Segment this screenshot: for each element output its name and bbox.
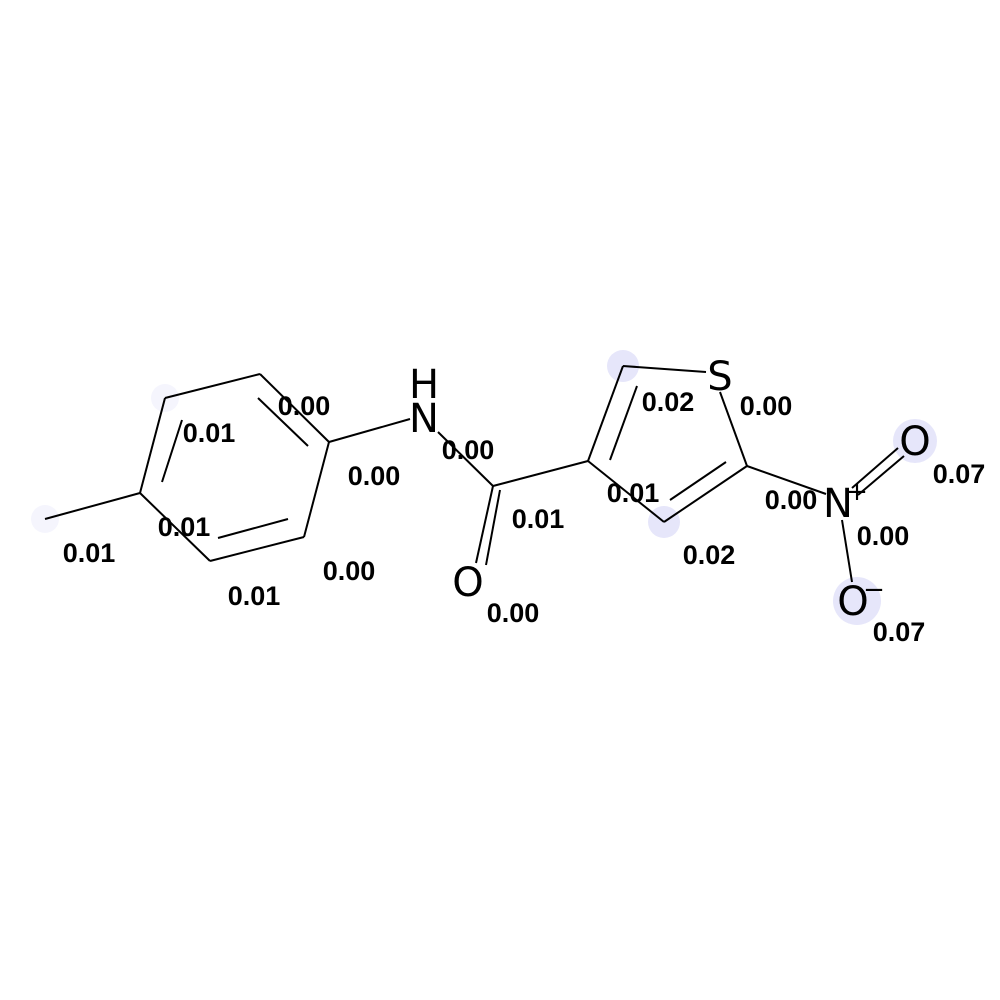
highlight-nitro-o-double [893, 419, 937, 463]
score-ring-c-para: 0.01 [158, 512, 211, 542]
bond-c-o-1 [475, 485, 494, 564]
bond-c-c3 [492, 460, 589, 487]
atom-scores: 0.01 0.01 0.00 0.00 0.01 0.01 0.00 0.00 … [63, 387, 986, 647]
bond-ring-1 [139, 397, 166, 494]
atom-s: S [707, 354, 732, 400]
bond-ring-3 [259, 373, 330, 443]
bond-s-c5 [719, 391, 748, 467]
bond-ring-4 [303, 441, 330, 538]
score-ring-c-bottom-left: 0.01 [228, 581, 281, 611]
highlights [31, 350, 937, 625]
score-ring-c-top-left: 0.01 [183, 418, 236, 448]
bond-n-o-double-2 [857, 455, 905, 496]
score-thiophene-c2: 0.02 [642, 387, 695, 417]
score-o-nitro-double: 0.07 [933, 459, 986, 489]
bond-methyl [44, 492, 141, 520]
bond-ring-6 [139, 492, 211, 562]
score-s: 0.00 [740, 391, 793, 421]
bonds [44, 365, 905, 583]
bond-ring-5 [209, 536, 305, 562]
score-ring-c-top-right: 0.00 [278, 391, 331, 421]
bond-n-o-single [841, 519, 853, 583]
atom-labels: H N S O N + O O − [409, 354, 931, 625]
bond-c-n [328, 418, 411, 443]
bond-c3-c2 [587, 365, 624, 462]
atom-n-nitro: N [823, 481, 853, 527]
score-c-carbonyl: 0.01 [512, 504, 565, 534]
atom-o-nitro-single-charge: − [863, 575, 885, 605]
bond-c5-c4-inner [669, 461, 727, 501]
score-methyl-c: 0.01 [63, 538, 116, 568]
score-thiophene-c4: 0.02 [683, 540, 736, 570]
score-ring-c-ipso: 0.00 [348, 461, 401, 491]
bond-c5-c4 [663, 465, 748, 523]
bond-c4-c3 [587, 460, 665, 523]
score-ring-c-bottom-right: 0.00 [323, 556, 376, 586]
score-o-nitro-single: 0.07 [873, 617, 926, 647]
bond-ring-5-inner [217, 518, 289, 539]
score-n-amide: 0.00 [442, 435, 495, 465]
bond-c3-c2-inner [609, 385, 638, 461]
atom-o-carbonyl: O [452, 560, 483, 606]
bond-ring-3-inner [257, 397, 309, 447]
atom-o-nitro-double: O [899, 419, 930, 465]
bond-ring-2 [164, 373, 261, 399]
bond-c-o-2 [485, 489, 501, 566]
atom-n-amide: N [409, 396, 439, 442]
score-n-nitro: 0.00 [857, 521, 910, 551]
score-thiophene-c5: 0.00 [765, 485, 818, 515]
bond-n-o-double-1 [851, 447, 899, 489]
bond-ring-1-inner [161, 419, 183, 483]
bond-n-c [437, 431, 494, 487]
atom-n-nitro-charge: + [846, 477, 868, 507]
score-thiophene-c3: 0.01 [607, 478, 660, 508]
bond-c2-s [622, 365, 707, 373]
atom-h-amide: H [409, 362, 439, 408]
score-o-carbonyl: 0.00 [487, 598, 540, 628]
bond-c5-n [746, 465, 827, 495]
highlight-nitro-o-single [833, 577, 881, 625]
atom-o-nitro-single: O [837, 579, 868, 625]
